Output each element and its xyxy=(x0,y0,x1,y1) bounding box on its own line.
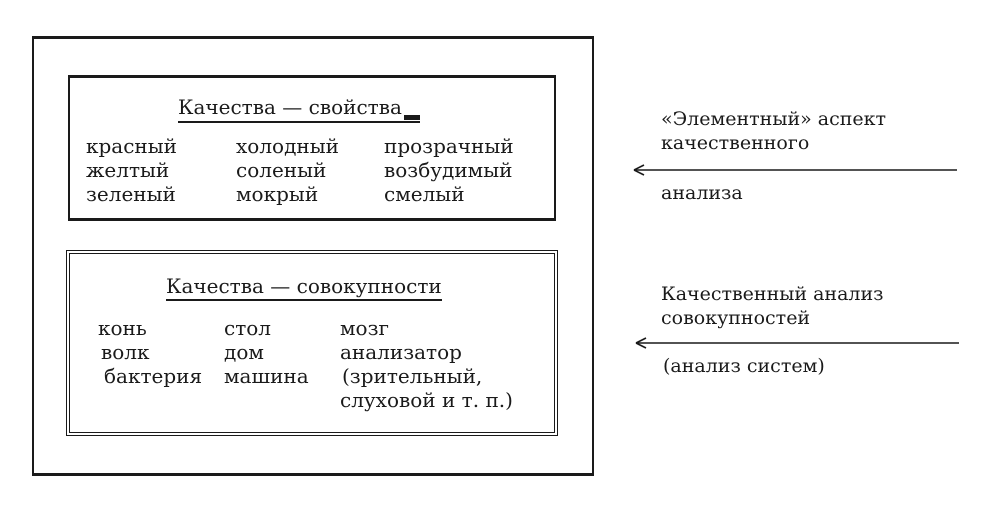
list-item: стол xyxy=(224,316,272,340)
qualities-properties-title: Качества — свойства xyxy=(178,95,420,123)
list-item: зеленый xyxy=(86,182,176,206)
qualities-totalities-box: Качества — совокупности конь волк бактер… xyxy=(66,250,558,436)
totalities-analysis-label: Качественный анализ совокупностей xyxy=(661,282,884,330)
label-line: совокупностей xyxy=(661,307,811,329)
list-item: мозг xyxy=(340,316,389,340)
list-item: дом xyxy=(224,340,264,364)
totalities-column-3: мозг анализатор (зрительный, слуховой и … xyxy=(340,316,513,412)
properties-column-2: холодный соленый мокрый xyxy=(236,134,339,206)
properties-column-3: прозрачный возбудимый смелый xyxy=(384,134,514,206)
label-line: «Элементный» аспект xyxy=(661,108,887,130)
list-item: слуховой и т. п.) xyxy=(340,388,513,412)
list-item: желтый xyxy=(86,158,170,182)
list-item: прозрачный xyxy=(384,134,514,158)
list-item: соленый xyxy=(236,158,327,182)
qualities-totalities-title: Качества — совокупности xyxy=(166,274,442,301)
list-item: мокрый xyxy=(236,182,319,206)
list-item: конь xyxy=(98,316,147,340)
outer-frame xyxy=(32,36,594,476)
list-item: волк xyxy=(101,340,150,364)
arrow-left-icon xyxy=(635,337,959,349)
ink-mark xyxy=(403,115,420,120)
totalities-column-1: конь волк бактерия xyxy=(98,316,202,388)
list-item: (зрительный, xyxy=(342,364,483,388)
element-aspect-label: «Элементный» аспект качественного xyxy=(661,107,886,155)
list-item: смелый xyxy=(384,182,465,206)
element-aspect-label-cont: анализа xyxy=(661,182,743,204)
list-item: машина xyxy=(224,364,309,388)
list-item: бактерия xyxy=(104,364,203,388)
totalities-column-2: стол дом машина xyxy=(224,316,309,388)
list-item: красный xyxy=(86,134,178,158)
list-item: анализатор xyxy=(340,340,462,364)
totalities-analysis-label-cont: (анализ систем) xyxy=(663,355,825,377)
label-line: Качественный анализ xyxy=(661,283,884,305)
qualities-properties-box: Качества — свойства красный желтый зелен… xyxy=(68,75,556,221)
list-item: возбудимый xyxy=(384,158,513,182)
label-line: качественного xyxy=(661,132,810,154)
list-item: холодный xyxy=(236,134,339,158)
properties-column-1: красный желтый зеленый xyxy=(86,134,177,206)
arrow-left-icon xyxy=(633,164,957,176)
